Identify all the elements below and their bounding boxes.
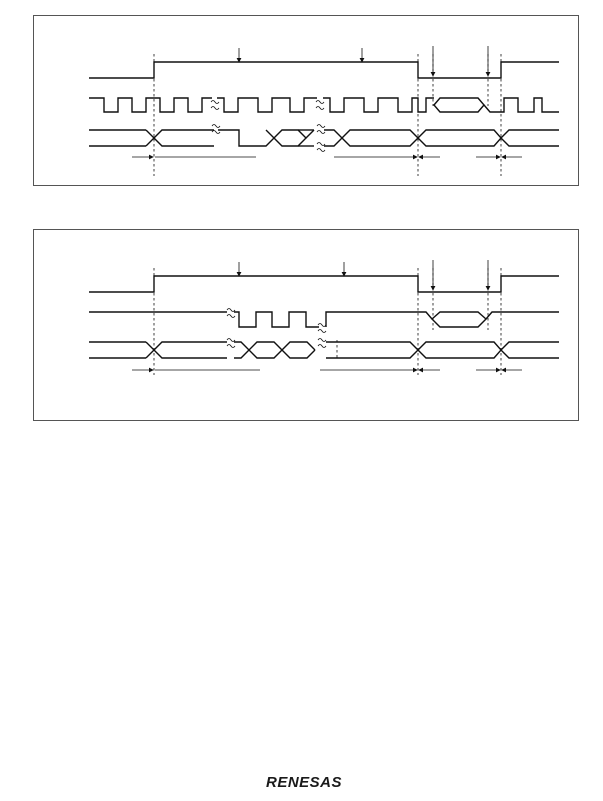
- break-mark-3b-2: [317, 338, 327, 348]
- break-mark-clock-1: [210, 100, 220, 110]
- svg-text:RENESAS: RENESAS: [266, 774, 342, 791]
- signal-1b-waveform: [89, 260, 559, 293]
- timing-diagram-1: [33, 15, 579, 186]
- break-mark-data-2: [316, 124, 326, 134]
- timing-reference-lines-2: [153, 268, 502, 375]
- signal-1-waveform: [89, 46, 559, 79]
- break-mark-2b-1: [226, 308, 236, 318]
- break-mark-data-1: [211, 124, 221, 134]
- break-mark-2b-2: [317, 323, 327, 333]
- signal-3b-waveform: [89, 338, 559, 359]
- renesas-logo: RENESAS: [266, 774, 342, 791]
- break-mark-3b-1: [226, 338, 236, 348]
- signal-2-clock-waveform: [89, 97, 559, 113]
- timing-diagram-2: [33, 229, 579, 421]
- signal-2b-waveform: [89, 308, 559, 333]
- timing-reference-lines: [153, 54, 502, 176]
- signal-3-data-waveform: [89, 124, 559, 152]
- timing-diagram-1-svg: [89, 46, 559, 176]
- break-mark-clock-2: [315, 100, 325, 110]
- break-mark-data-3: [316, 142, 326, 152]
- timing-diagram-2-svg: [89, 260, 559, 375]
